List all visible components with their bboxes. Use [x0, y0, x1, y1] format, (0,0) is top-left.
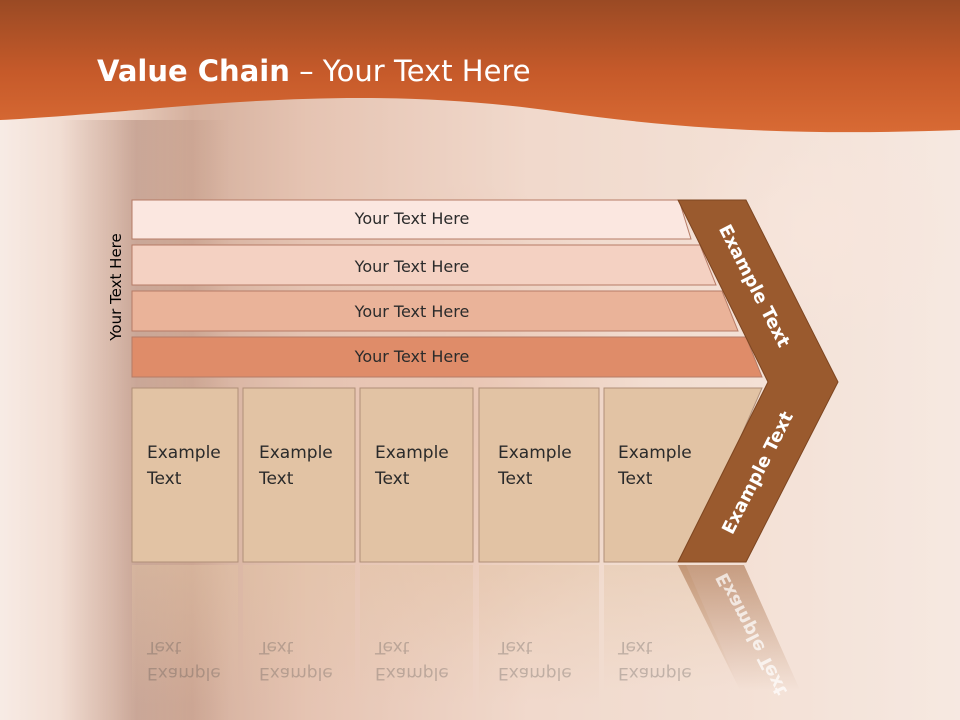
reflection-box-2: [243, 565, 355, 705]
reflection-box-1: [132, 565, 238, 705]
reflection-box-4: [479, 565, 599, 705]
primary-box-5-label: Example Text: [618, 443, 692, 489]
reflection-box-3: [360, 565, 473, 705]
support-bar-3[interactable]: [131, 290, 739, 332]
header-band: [0, 0, 960, 133]
support-bar-2[interactable]: [131, 244, 717, 286]
primary-box-4[interactable]: [478, 387, 600, 563]
primary-box-2[interactable]: [242, 387, 356, 563]
title-bold: Value Chain: [97, 54, 290, 88]
primary-box-3-label: Example Text: [375, 443, 449, 489]
primary-box-3[interactable]: [359, 387, 474, 563]
title-rest: – Your Text Here: [289, 54, 531, 88]
reflection-label-3: Example Text: [375, 637, 449, 683]
margin-chevron[interactable]: [677, 199, 839, 563]
primary-box-1-label: Example Text: [147, 443, 221, 489]
support-bar-3-label: Your Text Here: [354, 302, 470, 321]
slide-title: Value Chain – Your Text Here: [97, 54, 531, 88]
support-bar-2-label: Your Text Here: [354, 257, 470, 276]
primary-box-4-label: Example Text: [498, 443, 572, 489]
primary-box-1[interactable]: [131, 387, 239, 563]
support-bar-4-label: Your Text Here: [354, 347, 470, 366]
reflection-label-4: Example Text: [498, 637, 572, 683]
reflection-label-1: Example Text: [147, 637, 221, 683]
support-bar-1-label: Your Text Here: [354, 209, 470, 228]
reflection-box-5: [604, 565, 740, 690]
support-bar-1[interactable]: [131, 199, 692, 240]
reflection-label-5: Example Text: [618, 637, 692, 683]
reflection-label-2: Example Text: [259, 637, 333, 683]
reflection-chevron: [678, 565, 800, 690]
support-bar-4[interactable]: [131, 336, 763, 378]
primary-box-2-label: Example Text: [259, 443, 333, 489]
